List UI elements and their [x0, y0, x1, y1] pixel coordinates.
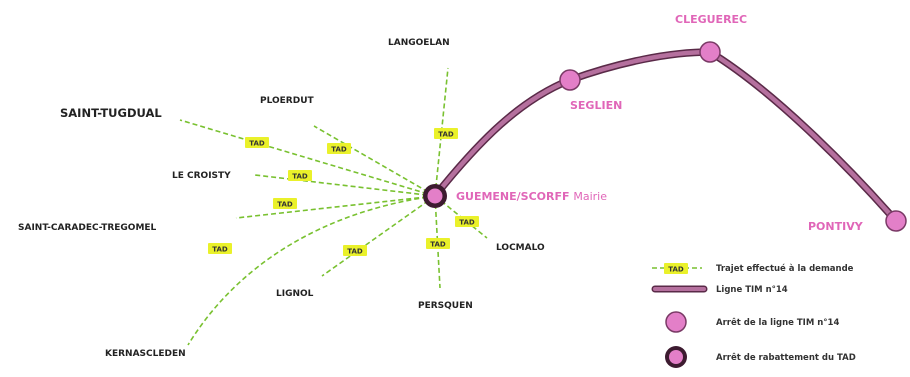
commune-label: SAINT-TUGDUAL	[60, 106, 162, 120]
svg-text:Ligne TIM n°14: Ligne TIM n°14	[716, 285, 788, 295]
tad-badge: TAD	[455, 216, 479, 227]
legend-item-tim-line: Ligne TIM n°14	[651, 285, 788, 295]
tad-badge: TAD	[434, 128, 458, 139]
tim-stops	[559, 41, 907, 232]
legend-item-tim-stop: Arrêt de la ligne TIM n°14	[665, 311, 839, 333]
svg-text:TAD: TAD	[277, 201, 293, 209]
tim-stop-seglien	[559, 69, 581, 91]
commune-label: LIGNOL	[276, 289, 314, 299]
legend-item-tad: TAD Trajet effectué à la demande	[652, 263, 854, 274]
tad-badge: TAD	[327, 143, 351, 154]
legend: TAD Trajet effectué à la demande Ligne T…	[651, 263, 856, 368]
tad-badge: TAD	[343, 245, 367, 256]
hub-label: GUEMENE/SCORFF Mairie	[456, 190, 607, 203]
svg-text:Trajet effectué à la demande: Trajet effectué à la demande	[716, 263, 854, 274]
tad-badge: TAD	[426, 238, 450, 249]
commune-labels: LANGOELAN PLOERDUT SAINT-TUGDUAL LE CROI…	[18, 38, 545, 359]
hub-name: GUEMENE/SCORFF	[456, 190, 570, 203]
tad-badges: TAD TAD TAD TAD TAD TAD TAD TAD	[208, 128, 479, 256]
hub-stop	[423, 184, 447, 208]
commune-label: SAINT-CARADEC-TREGOMEL	[18, 223, 157, 233]
svg-text:TAD: TAD	[347, 248, 363, 256]
tim-label-seglien: SEGLIEN	[570, 99, 622, 112]
svg-text:TAD: TAD	[292, 173, 308, 181]
legend-item-tad-stop: Arrêt de rabattement du TAD	[665, 346, 856, 368]
tim-stop-pontivy	[885, 210, 907, 232]
svg-text:TAD: TAD	[459, 219, 475, 227]
tad-badge: TAD	[288, 170, 312, 181]
tad-route-le-croisty	[254, 174, 436, 197]
tad-route-ploerdut	[313, 125, 436, 197]
commune-label: LE CROISTY	[172, 171, 231, 181]
tad-badge: TAD	[208, 243, 232, 254]
tad-route-saint-tugdual	[179, 119, 436, 197]
commune-label: LOCMALO	[496, 243, 545, 253]
commune-label: PLOERDUT	[260, 96, 315, 106]
tad-route-persquen	[434, 195, 441, 289]
hub-suffix: Mairie	[573, 190, 607, 203]
commune-label: LANGOELAN	[388, 38, 450, 48]
tim-line	[431, 48, 900, 225]
svg-text:TAD: TAD	[331, 146, 347, 154]
svg-text:TAD: TAD	[212, 246, 228, 254]
tad-badge: TAD	[245, 137, 269, 148]
tad-badge: TAD	[273, 198, 297, 209]
svg-text:TAD: TAD	[430, 241, 446, 249]
tad-route-saint-caradec	[235, 195, 436, 219]
commune-label: KERNASCLEDEN	[105, 349, 186, 359]
svg-text:Arrêt de la ligne TIM n°14: Arrêt de la ligne TIM n°14	[716, 317, 839, 328]
svg-text:TAD: TAD	[438, 131, 454, 139]
commune-label: PERSQUEN	[418, 301, 473, 311]
svg-text:Arrêt de rabattement du TAD: Arrêt de rabattement du TAD	[716, 352, 856, 363]
tim-label-pontivy: PONTIVY	[808, 220, 864, 233]
tim-label-cleguerec: CLEGUEREC	[675, 13, 747, 26]
tim-stop-cleguerec	[699, 41, 721, 63]
svg-text:TAD: TAD	[668, 266, 684, 274]
tad-route-kernascleden	[187, 195, 436, 346]
svg-text:TAD: TAD	[249, 140, 265, 148]
tad-route-lignol	[321, 195, 436, 277]
